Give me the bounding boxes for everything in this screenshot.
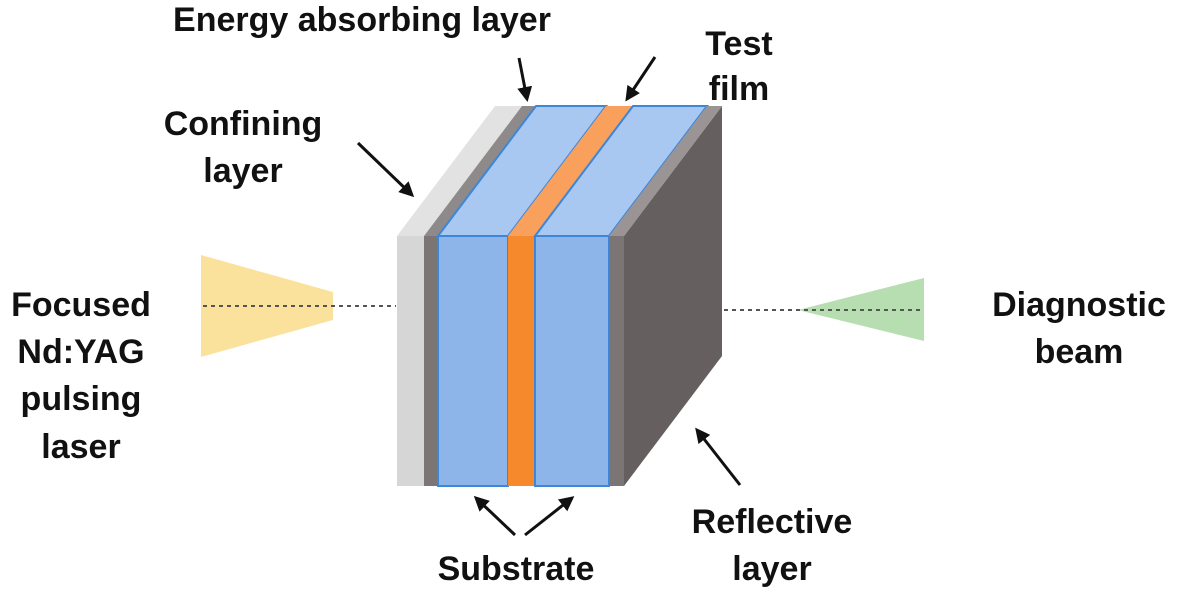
- label-diagnostic-line2: beam: [1035, 333, 1124, 371]
- confining-layer-front-face: [397, 236, 424, 486]
- label-test-film-line2: film: [709, 70, 769, 108]
- energy-absorbing-layer-top-face: [424, 106, 536, 236]
- confining-layer-top-face: [397, 106, 522, 236]
- label-laser-line1: Focused: [11, 286, 151, 324]
- test-film-front-face: [508, 236, 535, 486]
- substrate-left-front-face: [437, 235, 509, 487]
- energy-layer-arrow: [517, 57, 533, 102]
- test-film-arrow: [625, 56, 657, 102]
- substrate-arrow-right: [524, 496, 575, 537]
- substrate-arrow-left: [473, 495, 517, 537]
- label-substrate: Substrate: [438, 550, 595, 588]
- label-laser-line3: pulsing: [21, 380, 142, 418]
- reflective-layer-front-face: [609, 236, 624, 486]
- label-confining-line2: layer: [203, 152, 282, 190]
- label-test-film-line1: Test: [705, 25, 772, 63]
- label-laser-line4: laser: [41, 428, 120, 466]
- test-film-top-face: [508, 106, 633, 236]
- label-confining-line1: Confining: [164, 105, 323, 143]
- label-reflective-line1: Reflective: [692, 503, 853, 541]
- layered-sample-block: [397, 105, 722, 487]
- substrate-right-front-face: [534, 235, 610, 487]
- label-reflective-line2: layer: [732, 550, 811, 588]
- reflective-layer-arrow: [695, 427, 742, 486]
- energy-absorbing-layer-front-face: [424, 236, 438, 486]
- label-energy-absorbing-layer: Energy absorbing layer: [173, 1, 551, 39]
- confining-layer-arrow: [356, 141, 415, 198]
- reflective-layer-top-face: [609, 106, 722, 236]
- reflective-layer-side-face: [624, 106, 722, 486]
- label-diagnostic-line1: Diagnostic: [992, 286, 1166, 324]
- label-laser-line2: Nd:YAG: [17, 333, 144, 371]
